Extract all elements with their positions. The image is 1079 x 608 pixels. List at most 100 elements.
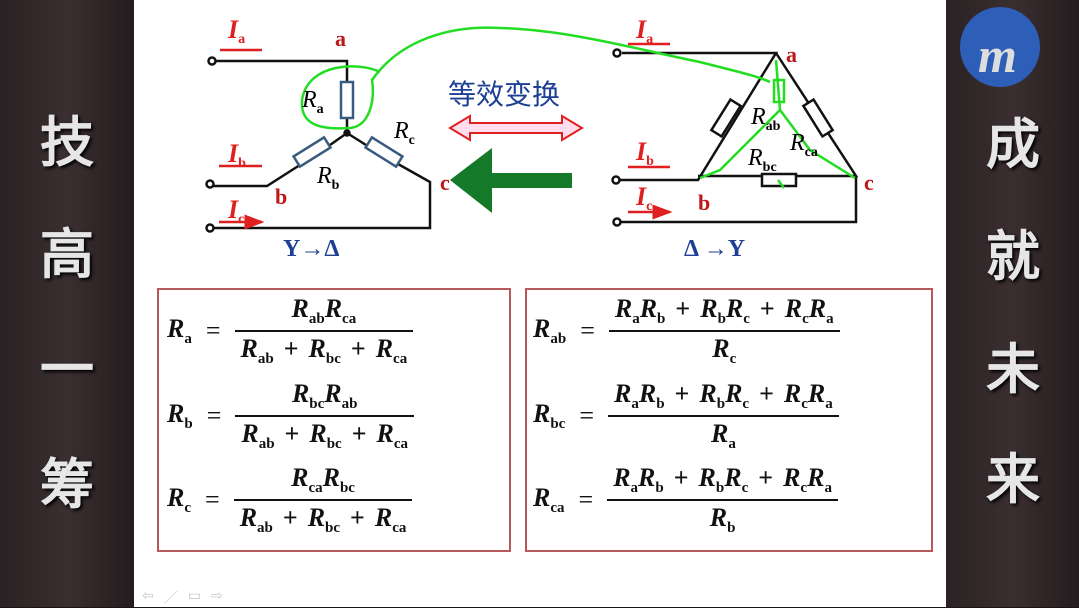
banner-char: 技 — [40, 111, 94, 174]
numerator: RaRb+RbRc+RcRa — [607, 463, 838, 497]
menu-icon[interactable]: ▭ — [187, 589, 201, 604]
next-slide-icon[interactable]: ⇨ — [210, 589, 223, 604]
subscript: bc — [339, 480, 355, 496]
resistance-term: Rca — [324, 294, 357, 327]
center-label: 等效变换 — [448, 79, 560, 111]
plus-sign: + — [284, 418, 300, 448]
resistance-term: Rc — [724, 463, 749, 496]
subscript: bc — [325, 519, 341, 536]
numerator: RbcRab — [286, 379, 364, 413]
subscript: bc — [325, 350, 341, 367]
resistance-term: Rab — [241, 418, 275, 452]
plus-sign: + — [350, 502, 365, 532]
subscript: c — [184, 499, 192, 516]
resistance-term: Rc — [784, 294, 809, 327]
numerator: RaRb+RbRc+RcRa — [608, 379, 839, 413]
current-label: Ic — [227, 195, 244, 227]
resistance-term: Rb — [698, 463, 725, 496]
denominator: Rab+Rbc+Rca — [234, 503, 413, 537]
subscript: c — [742, 396, 750, 412]
plus-sign: + — [673, 463, 689, 492]
subscript: ab — [308, 311, 325, 327]
fraction-bar — [235, 415, 415, 417]
subscript: ca — [393, 435, 409, 452]
fraction-bar — [608, 415, 839, 417]
plus-sign: + — [758, 463, 774, 492]
denominator: Rb — [704, 503, 742, 537]
denominator: Rc — [706, 334, 742, 368]
current-label: Ib — [227, 139, 246, 171]
node-label: b — [275, 184, 287, 209]
subscript: bc — [309, 396, 325, 412]
plus-sign: + — [351, 418, 367, 448]
formula-lhs: Rbc — [533, 398, 566, 432]
denominator: Rab + Rbc + Rca — [235, 334, 414, 368]
resistance-term: Ra — [613, 463, 639, 496]
subscript: b — [727, 519, 736, 536]
node-label: a — [786, 42, 797, 67]
subscript: ab — [550, 330, 567, 347]
equals-sign: = — [580, 315, 595, 345]
resistance-term: Ra — [614, 379, 639, 412]
denominator: Rab+Rbc+Rca — [235, 419, 414, 453]
subscript: b — [717, 311, 726, 327]
subscript: a — [824, 480, 832, 496]
resistance-term: Rbc — [291, 379, 325, 412]
pen-icon[interactable]: ／ — [163, 592, 178, 607]
plus-sign: + — [350, 333, 366, 363]
subscript: b — [716, 396, 726, 412]
fraction-bar — [234, 330, 414, 332]
fraction-bar — [607, 499, 838, 501]
double-arrow-icon — [448, 114, 584, 142]
resistance-term: Rab — [291, 294, 325, 327]
resistance-term: Rab — [240, 333, 274, 367]
resistor-label: Rc — [393, 118, 415, 148]
resistance-term: Ra — [614, 294, 640, 327]
fraction-bar — [608, 330, 840, 332]
resistance-term: Rbc — [322, 463, 355, 496]
subscript: ab — [258, 435, 275, 452]
resistance-term: Rab — [239, 502, 273, 536]
resistance-term: Rb — [639, 294, 666, 327]
equals-sign: = — [206, 400, 222, 430]
subscript: c — [729, 350, 737, 367]
banner-char: 筹 — [40, 453, 94, 516]
resistance-term: Rb — [699, 379, 726, 412]
equals-sign: = — [578, 484, 594, 514]
resistance-term: Rca — [291, 463, 323, 496]
resistance-term: Rca — [375, 333, 408, 367]
resistance-term: Rb — [638, 379, 665, 412]
subscript: bc — [550, 415, 566, 432]
prev-slide-icon[interactable]: ⇦ — [142, 589, 154, 604]
resistance-term: Rb — [700, 294, 726, 327]
subscript: b — [657, 311, 666, 327]
subscript: c — [801, 396, 808, 412]
banner-char: 一 — [40, 338, 94, 401]
resistor-label: Rbc — [747, 145, 777, 175]
plus-sign: + — [283, 333, 299, 363]
subscript: b — [715, 480, 725, 496]
subscript: ca — [393, 350, 408, 367]
formula-lhs: Ra — [167, 313, 192, 347]
formula-lhs: Rca — [533, 482, 565, 516]
resistor-label: Ra — [301, 87, 324, 117]
left-banner: 技 高 一 筹 — [0, 0, 134, 607]
resistance-term: Rbc — [308, 333, 341, 367]
node-label: a — [335, 26, 346, 51]
delta-circuit — [611, 42, 859, 226]
logo-icon: m — [960, 7, 1040, 87]
handwritten-annotation — [300, 26, 856, 189]
subscript: b — [184, 415, 193, 432]
slide-nav: ⇦ ／ ▭ ⇨ — [142, 588, 223, 608]
subscript: a — [632, 311, 640, 327]
banner-char: 成 — [986, 113, 1040, 176]
banner-char: 就 — [986, 225, 1040, 288]
numerator: RabRca — [286, 294, 363, 328]
